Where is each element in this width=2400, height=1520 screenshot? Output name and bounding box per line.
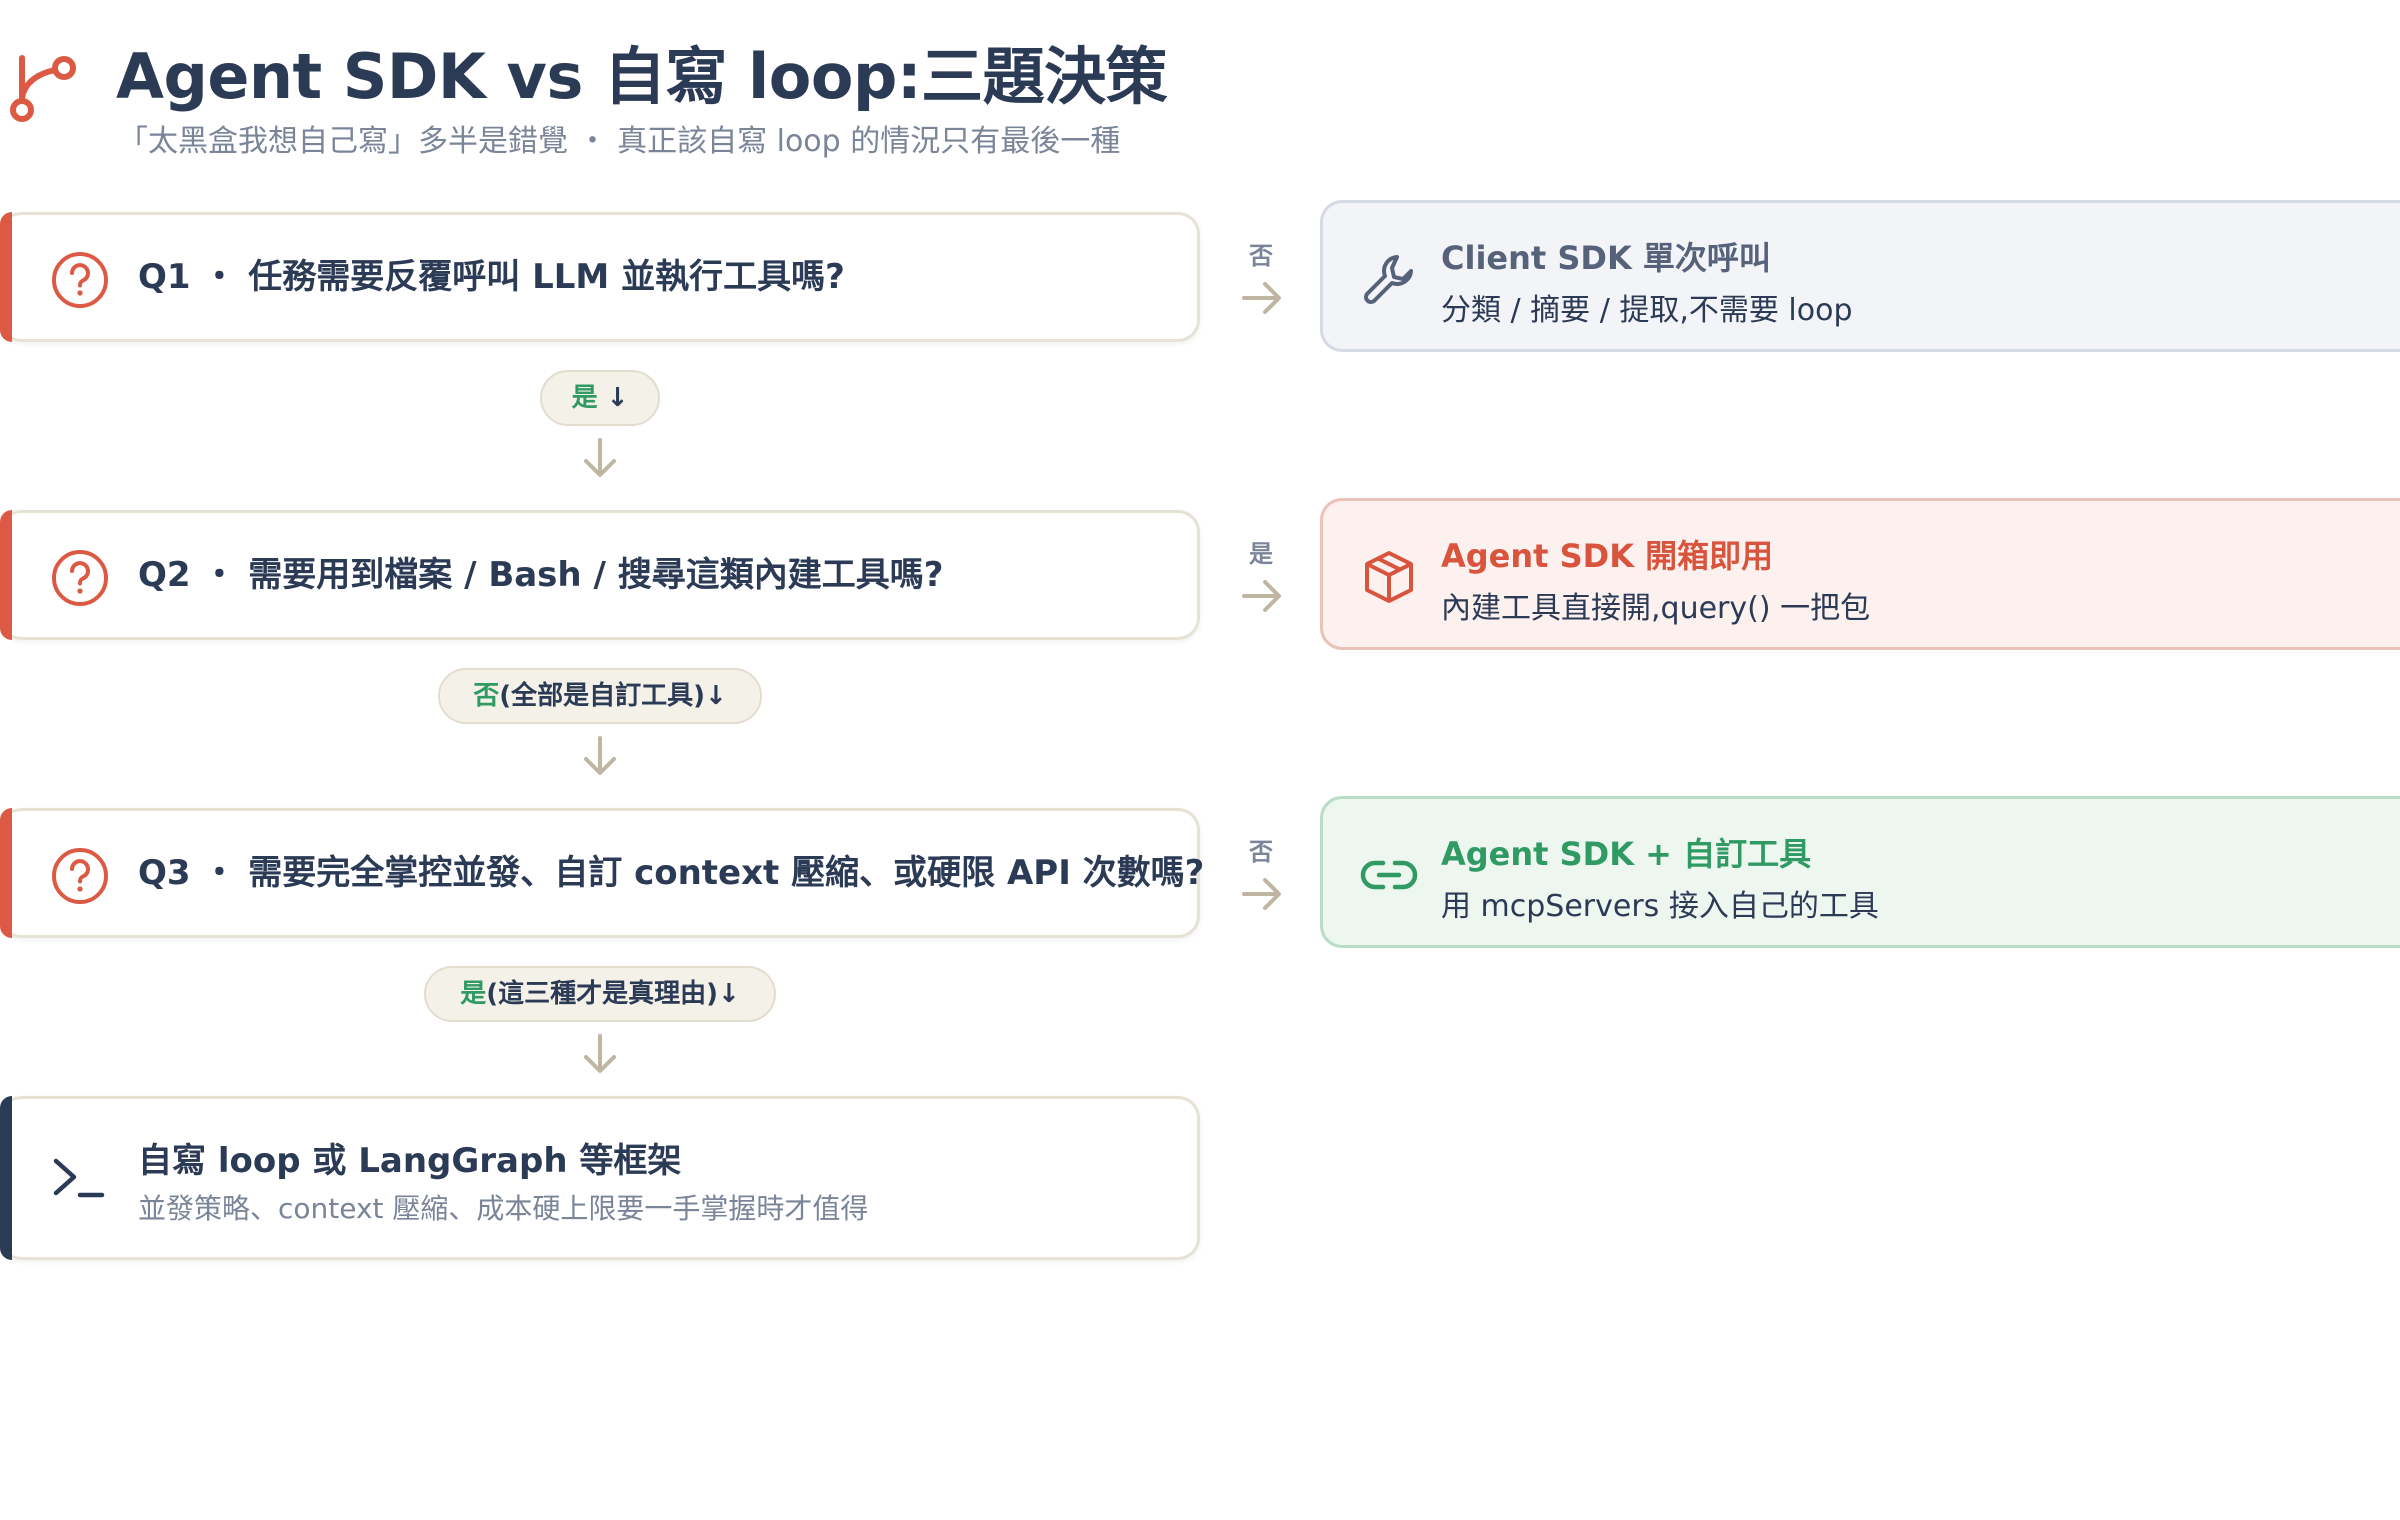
git-branch-icon [10, 55, 76, 122]
outcome-subtitle: 內建工具直接開,query() 一把包 [1441, 591, 1871, 626]
answer-note: ↓ [597, 383, 629, 413]
arrow-right-icon [1242, 878, 1281, 910]
outcome-title: Agent SDK 開箱即用 [1441, 537, 1774, 575]
wrench-icon [1364, 255, 1413, 304]
question-circle-icon [52, 848, 108, 904]
outcome-box-agent-sdk: Agent SDK 開箱即用 內建工具直接開,query() 一把包 [1320, 498, 2400, 650]
outcome-box-agent-sdk-custom: Agent SDK + 自訂工具 用 mcpServers 接入自己的工具 [1320, 796, 2400, 948]
answer-note: (全部是自訂工具)↓ [499, 681, 727, 711]
answer-pill-q3: 是(這三種才是真理由)↓ [424, 966, 776, 1022]
arrow-down-icon [584, 438, 616, 477]
outcome-title: Agent SDK + 自訂工具 [1441, 835, 1812, 873]
question-text: Q3 ・ 需要完全掌控並發、自訂 context 壓縮、或硬限 API 次數嗎? [138, 853, 1205, 893]
answer-pill-q1: 是 ↓ [540, 370, 660, 426]
arrow-down-icon [584, 736, 616, 775]
side-answer-label: 否 [1249, 838, 1273, 866]
outcome-subtitle: 分類 / 摘要 / 提取,不需要 loop [1441, 293, 1853, 328]
final-outcome-box: 自寫 loop 或 LangGraph 等框架 並發策略、context 壓縮、… [0, 1096, 1200, 1260]
question-circle-icon [52, 550, 108, 606]
answer-value: 是 [460, 979, 487, 1009]
page-title: Agent SDK vs 自寫 loop:三題決策 [116, 40, 1168, 113]
question-box-q2: Q2 ・ 需要用到檔案 / Bash / 搜尋這類內建工具嗎? [0, 510, 1200, 640]
outcome-box-client-sdk: Client SDK 單次呼叫 分類 / 摘要 / 提取,不需要 loop [1320, 200, 2400, 352]
arrow-down-icon [584, 1034, 616, 1073]
question-text: Q1 ・ 任務需要反覆呼叫 LLM 並執行工具嗎? [138, 257, 845, 297]
arrow-right-icon [1242, 580, 1281, 612]
question-box-q1: Q1 ・ 任務需要反覆呼叫 LLM 並執行工具嗎? [0, 212, 1200, 342]
final-subtitle: 並發策略、context 壓縮、成本硬上限要一手掌握時才值得 [138, 1192, 869, 1225]
side-answer-label: 否 [1249, 242, 1273, 270]
question-text: Q2 ・ 需要用到檔案 / Bash / 搜尋這類內建工具嗎? [138, 555, 944, 595]
answer-pill-q2: 否(全部是自訂工具)↓ [438, 668, 762, 724]
question-box-q3: Q3 ・ 需要完全掌控並發、自訂 context 壓縮、或硬限 API 次數嗎? [0, 808, 1204, 938]
answer-value: 否 [473, 681, 500, 711]
link-icon [1360, 860, 1418, 890]
side-answer-label: 是 [1249, 540, 1273, 568]
question-circle-icon [52, 252, 108, 308]
final-title: 自寫 loop 或 LangGraph 等框架 [138, 1141, 682, 1181]
arrow-right-icon [1242, 282, 1281, 314]
answer-note: (這三種才是真理由)↓ [486, 979, 740, 1009]
page-subtitle: 「太黑盒我想自己寫」多半是錯覺 ・ 真正該自寫 loop 的情況只有最後一種 [118, 124, 1121, 159]
outcome-title: Client SDK 單次呼叫 [1441, 239, 1771, 277]
outcome-subtitle: 用 mcpServers 接入自己的工具 [1441, 889, 1879, 924]
package-icon [1365, 551, 1413, 603]
answer-value: 是 [571, 383, 598, 413]
terminal-icon [53, 1158, 105, 1198]
